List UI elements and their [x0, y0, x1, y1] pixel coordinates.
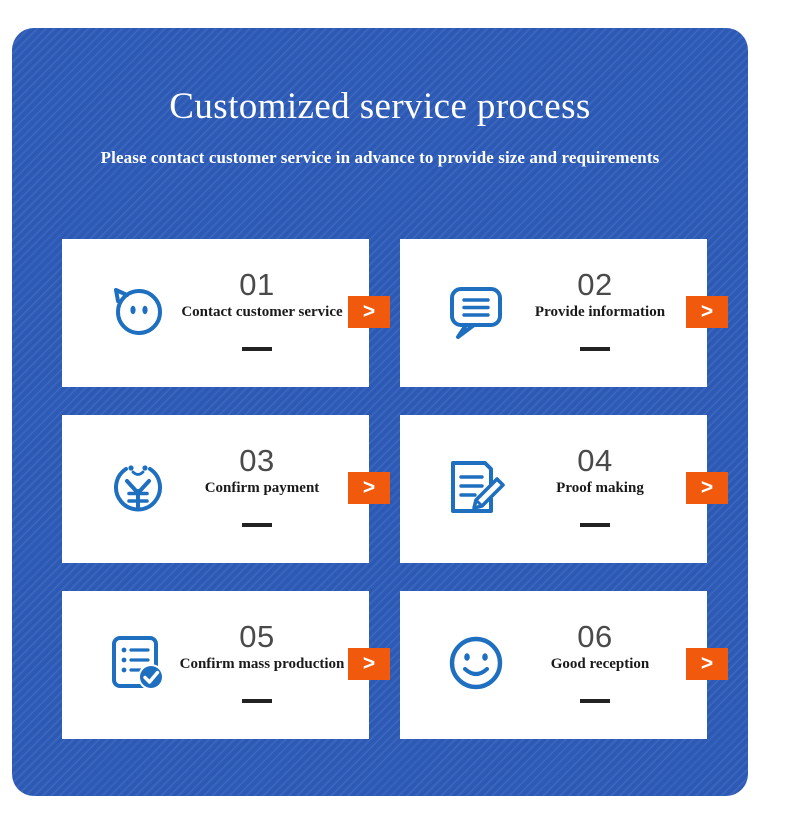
- document-pencil-icon: [442, 453, 510, 521]
- step-number: 03: [239, 443, 275, 478]
- step-divider-dash: [242, 523, 272, 527]
- chat-face-icon: [104, 277, 172, 345]
- service-process-panel: Customized service process Please contac…: [12, 28, 748, 796]
- step-card-06[interactable]: 06 Good reception >: [400, 591, 728, 739]
- step-label: Confirm payment: [204, 480, 320, 496]
- step-number: 05: [239, 619, 275, 654]
- smiley-face-icon: [442, 629, 510, 697]
- steps-row-2: 03 Confirm payment >: [62, 415, 728, 563]
- step-card-05[interactable]: 05 Confirm mass production >: [62, 591, 390, 739]
- step-card-04[interactable]: 04 Proof making >: [400, 415, 728, 563]
- step-label: Proof making: [556, 480, 644, 496]
- step-number: 02: [577, 267, 613, 302]
- step-divider-dash: [580, 699, 610, 703]
- step-card-03[interactable]: 03 Confirm payment >: [62, 415, 390, 563]
- steps-grid: 01 Contact customer service >: [62, 239, 728, 739]
- step-divider-dash: [580, 347, 610, 351]
- step-label: Provide information: [534, 304, 666, 320]
- step-number: 01: [239, 267, 275, 302]
- page-subtitle: Please contact customer service in advan…: [100, 148, 660, 167]
- step-number: 04: [577, 443, 613, 478]
- step-arrow-button[interactable]: >: [348, 472, 390, 504]
- step-divider-dash: [242, 699, 272, 703]
- yen-coin-face-icon: [104, 453, 172, 521]
- page-title: Customized service process: [169, 86, 591, 127]
- step-arrow-button[interactable]: >: [348, 296, 390, 328]
- step-divider-dash: [580, 523, 610, 527]
- steps-row-1: 01 Contact customer service >: [62, 239, 728, 387]
- step-number: 06: [577, 619, 613, 654]
- step-label: Confirm mass production: [179, 656, 345, 672]
- speech-bubble-lines-icon: [442, 277, 510, 345]
- step-arrow-button[interactable]: >: [686, 472, 728, 504]
- step-card-01[interactable]: 01 Contact customer service >: [62, 239, 390, 387]
- steps-row-3: 05 Confirm mass production >: [62, 591, 728, 739]
- step-label: Good reception: [550, 656, 650, 672]
- step-arrow-button[interactable]: >: [348, 648, 390, 680]
- step-card-02[interactable]: 02 Provide information >: [400, 239, 728, 387]
- step-arrow-button[interactable]: >: [686, 648, 728, 680]
- step-divider-dash: [242, 347, 272, 351]
- step-arrow-button[interactable]: >: [686, 296, 728, 328]
- step-label: Contact customer service: [181, 304, 343, 320]
- checklist-check-icon: [104, 629, 172, 697]
